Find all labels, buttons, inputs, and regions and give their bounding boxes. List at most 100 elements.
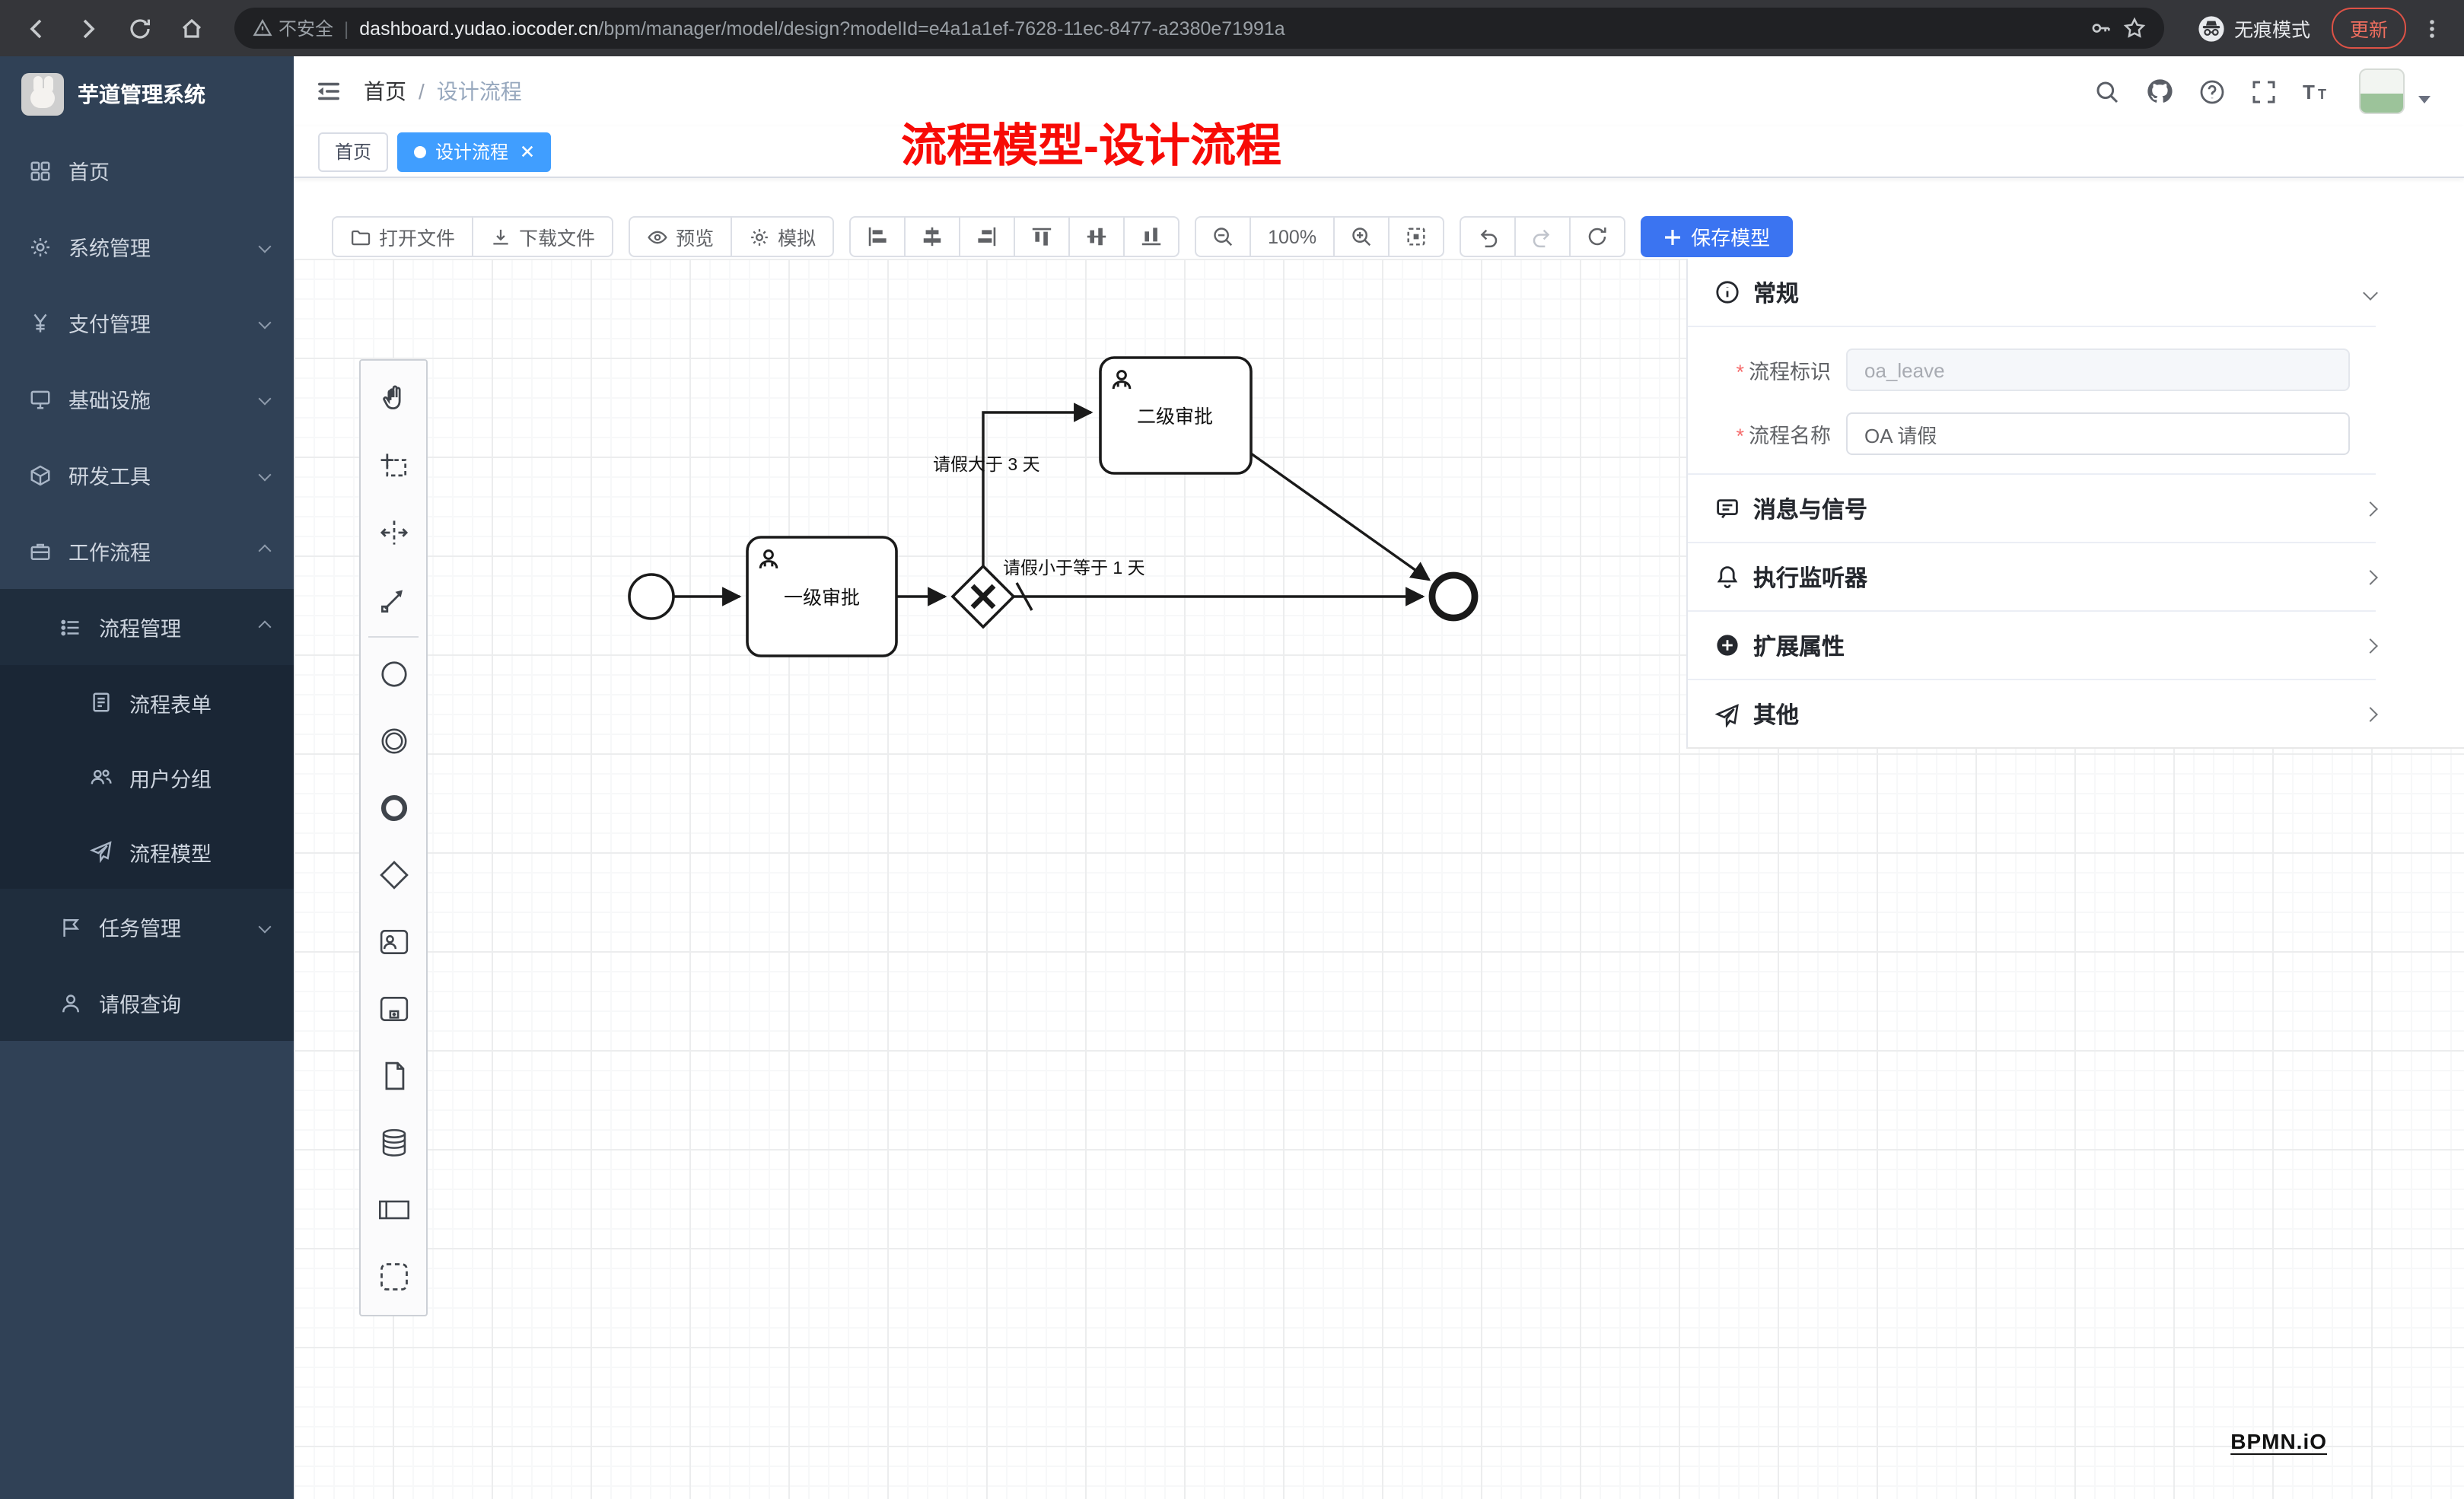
- download-file-button[interactable]: 下载文件: [472, 216, 614, 257]
- sidebar-item-process-form[interactable]: 流程表单: [0, 665, 294, 740]
- tab-home[interactable]: 首页: [318, 132, 389, 171]
- end-event[interactable]: [1428, 571, 1479, 622]
- align-left-button[interactable]: [849, 216, 906, 257]
- github-icon[interactable]: [2146, 78, 2173, 105]
- sequence-flows[interactable]: [674, 403, 1431, 611]
- address-bar[interactable]: 不安全 | dashboard.yudao.iocoder.cn/bpm/man…: [234, 8, 2164, 49]
- sidebar-item-devtools[interactable]: 研发工具: [0, 437, 294, 513]
- process-key-input[interactable]: [1846, 348, 2350, 391]
- avatar-caret-icon[interactable]: [2418, 95, 2431, 103]
- sidebar-item-user-group[interactable]: 用户分组: [0, 740, 294, 814]
- exclusive-gateway[interactable]: [950, 564, 1016, 629]
- task-level2-approval[interactable]: 二级审批: [1099, 356, 1253, 475]
- browser-menu-icon[interactable]: [2415, 16, 2449, 40]
- sidebar-item-process-management[interactable]: 流程管理: [0, 589, 294, 665]
- sidebar-item-leave-query[interactable]: 请假查询: [0, 965, 294, 1041]
- zoom-out-button[interactable]: [1195, 216, 1252, 257]
- palette-lasso-tool-icon[interactable]: [361, 432, 426, 499]
- palette-participant-icon[interactable]: [361, 1176, 426, 1243]
- logo-avatar: [21, 73, 64, 116]
- sidebar-item-system[interactable]: 系统管理: [0, 208, 294, 285]
- palette-start-event-icon[interactable]: [361, 641, 426, 708]
- undo-button[interactable]: [1460, 216, 1517, 257]
- user-task-icon: [759, 549, 778, 569]
- section-messages-signals[interactable]: 消息与信号: [1688, 475, 2378, 543]
- save-model-button[interactable]: 保存模型: [1641, 216, 1794, 257]
- simulate-button[interactable]: 模拟: [731, 216, 835, 257]
- sidebar-item-label: 流程表单: [129, 693, 212, 716]
- flow-gateway-to-task2[interactable]: [982, 403, 1094, 566]
- align-center-horizontal-button[interactable]: [904, 216, 961, 257]
- process-name-input[interactable]: [1846, 412, 2350, 455]
- align-top-button[interactable]: [1014, 216, 1071, 257]
- sidebar-item-task-management[interactable]: 任务管理: [0, 889, 294, 965]
- palette-data-object-icon[interactable]: [361, 1042, 426, 1109]
- bpmn-io-watermark[interactable]: BPMN.iO: [2230, 1429, 2327, 1453]
- flow-label-gt-3-days[interactable]: 请假大于 3 天: [933, 454, 1040, 474]
- redo-button[interactable]: [1514, 216, 1571, 257]
- palette-subprocess-icon[interactable]: [361, 975, 426, 1042]
- restart-button[interactable]: [1569, 216, 1626, 257]
- help-icon[interactable]: [2199, 78, 2225, 104]
- breadcrumb-home[interactable]: 首页: [364, 79, 406, 103]
- user-avatar[interactable]: [2359, 68, 2405, 114]
- align-bottom-button[interactable]: [1123, 216, 1180, 257]
- align-center-vertical-button[interactable]: [1068, 216, 1125, 257]
- sidebar-item-label: 流程模型: [129, 842, 212, 865]
- zoom-reset-button[interactable]: [1388, 216, 1445, 257]
- section-execution-listeners[interactable]: 执行监听器: [1688, 543, 2378, 612]
- section-other[interactable]: 其他: [1688, 680, 2378, 749]
- flow-task2-to-end[interactable]: [1250, 452, 1431, 581]
- palette-hand-tool-icon[interactable]: [361, 365, 426, 432]
- password-key-icon[interactable]: [2090, 17, 2112, 40]
- sidebar-item-infrastructure[interactable]: 基础设施: [0, 361, 294, 437]
- sidebar-item-process-model[interactable]: 流程模型: [0, 814, 294, 889]
- reload-icon[interactable]: [119, 7, 161, 49]
- sidebar-item-workflow[interactable]: 工作流程: [0, 513, 294, 589]
- section-title: 其他: [1753, 703, 1800, 729]
- zoom-in-icon: [1352, 228, 1371, 247]
- palette-intermediate-event-icon[interactable]: [361, 708, 426, 775]
- flow-label-le-1-day[interactable]: 请假小于等于 1 天: [1003, 558, 1145, 578]
- designer-workspace: 打开文件 下载文件 预览: [294, 178, 2464, 1499]
- home-icon[interactable]: [170, 7, 213, 49]
- fullscreen-icon[interactable]: [2251, 78, 2277, 104]
- tab-close-icon[interactable]: [520, 145, 534, 158]
- tab-design-process[interactable]: 设计流程: [397, 132, 552, 171]
- sidebar-item-payment[interactable]: 支付管理: [0, 285, 294, 361]
- palette-group-icon[interactable]: [361, 1243, 426, 1310]
- bpmn-canvas[interactable]: 一级审批 二: [294, 259, 2464, 1499]
- align-right-button[interactable]: [959, 216, 1016, 257]
- start-event[interactable]: [628, 573, 675, 620]
- sidebar-collapse-icon[interactable]: [315, 78, 342, 105]
- back-icon[interactable]: [15, 7, 58, 49]
- security-warning[interactable]: 不安全: [253, 15, 333, 41]
- browser-update-button[interactable]: 更新: [2331, 8, 2406, 49]
- sidebar-item-home[interactable]: 首页: [0, 132, 294, 208]
- person-icon: [59, 991, 82, 1014]
- palette-end-event-icon[interactable]: [361, 775, 426, 842]
- zoom-in-button[interactable]: [1333, 216, 1390, 257]
- search-icon[interactable]: [2094, 78, 2120, 104]
- required-marker: *: [1736, 361, 1744, 384]
- open-file-button[interactable]: 打开文件: [332, 216, 474, 257]
- section-title: 消息与信号: [1753, 497, 1868, 523]
- send-icon: [90, 840, 113, 863]
- preview-button[interactable]: 预览: [629, 216, 733, 257]
- message-icon: [1715, 496, 1740, 520]
- forward-icon[interactable]: [67, 7, 110, 49]
- section-general[interactable]: 常规: [1688, 259, 2378, 327]
- palette-global-connect-icon[interactable]: [361, 566, 426, 633]
- task-level1-approval[interactable]: 一级审批: [746, 536, 898, 657]
- redo-icon: [1533, 229, 1550, 248]
- svg-text:T: T: [2318, 86, 2326, 101]
- palette-data-store-icon[interactable]: [361, 1109, 426, 1176]
- app-logo[interactable]: 芋道管理系统: [0, 56, 294, 132]
- bookmark-star-icon[interactable]: [2123, 17, 2146, 40]
- palette-gateway-icon[interactable]: [361, 842, 426, 909]
- section-extended-attributes[interactable]: 扩展属性: [1688, 612, 2378, 680]
- palette-space-tool-icon[interactable]: [361, 499, 426, 566]
- palette-user-task-icon[interactable]: [361, 909, 426, 975]
